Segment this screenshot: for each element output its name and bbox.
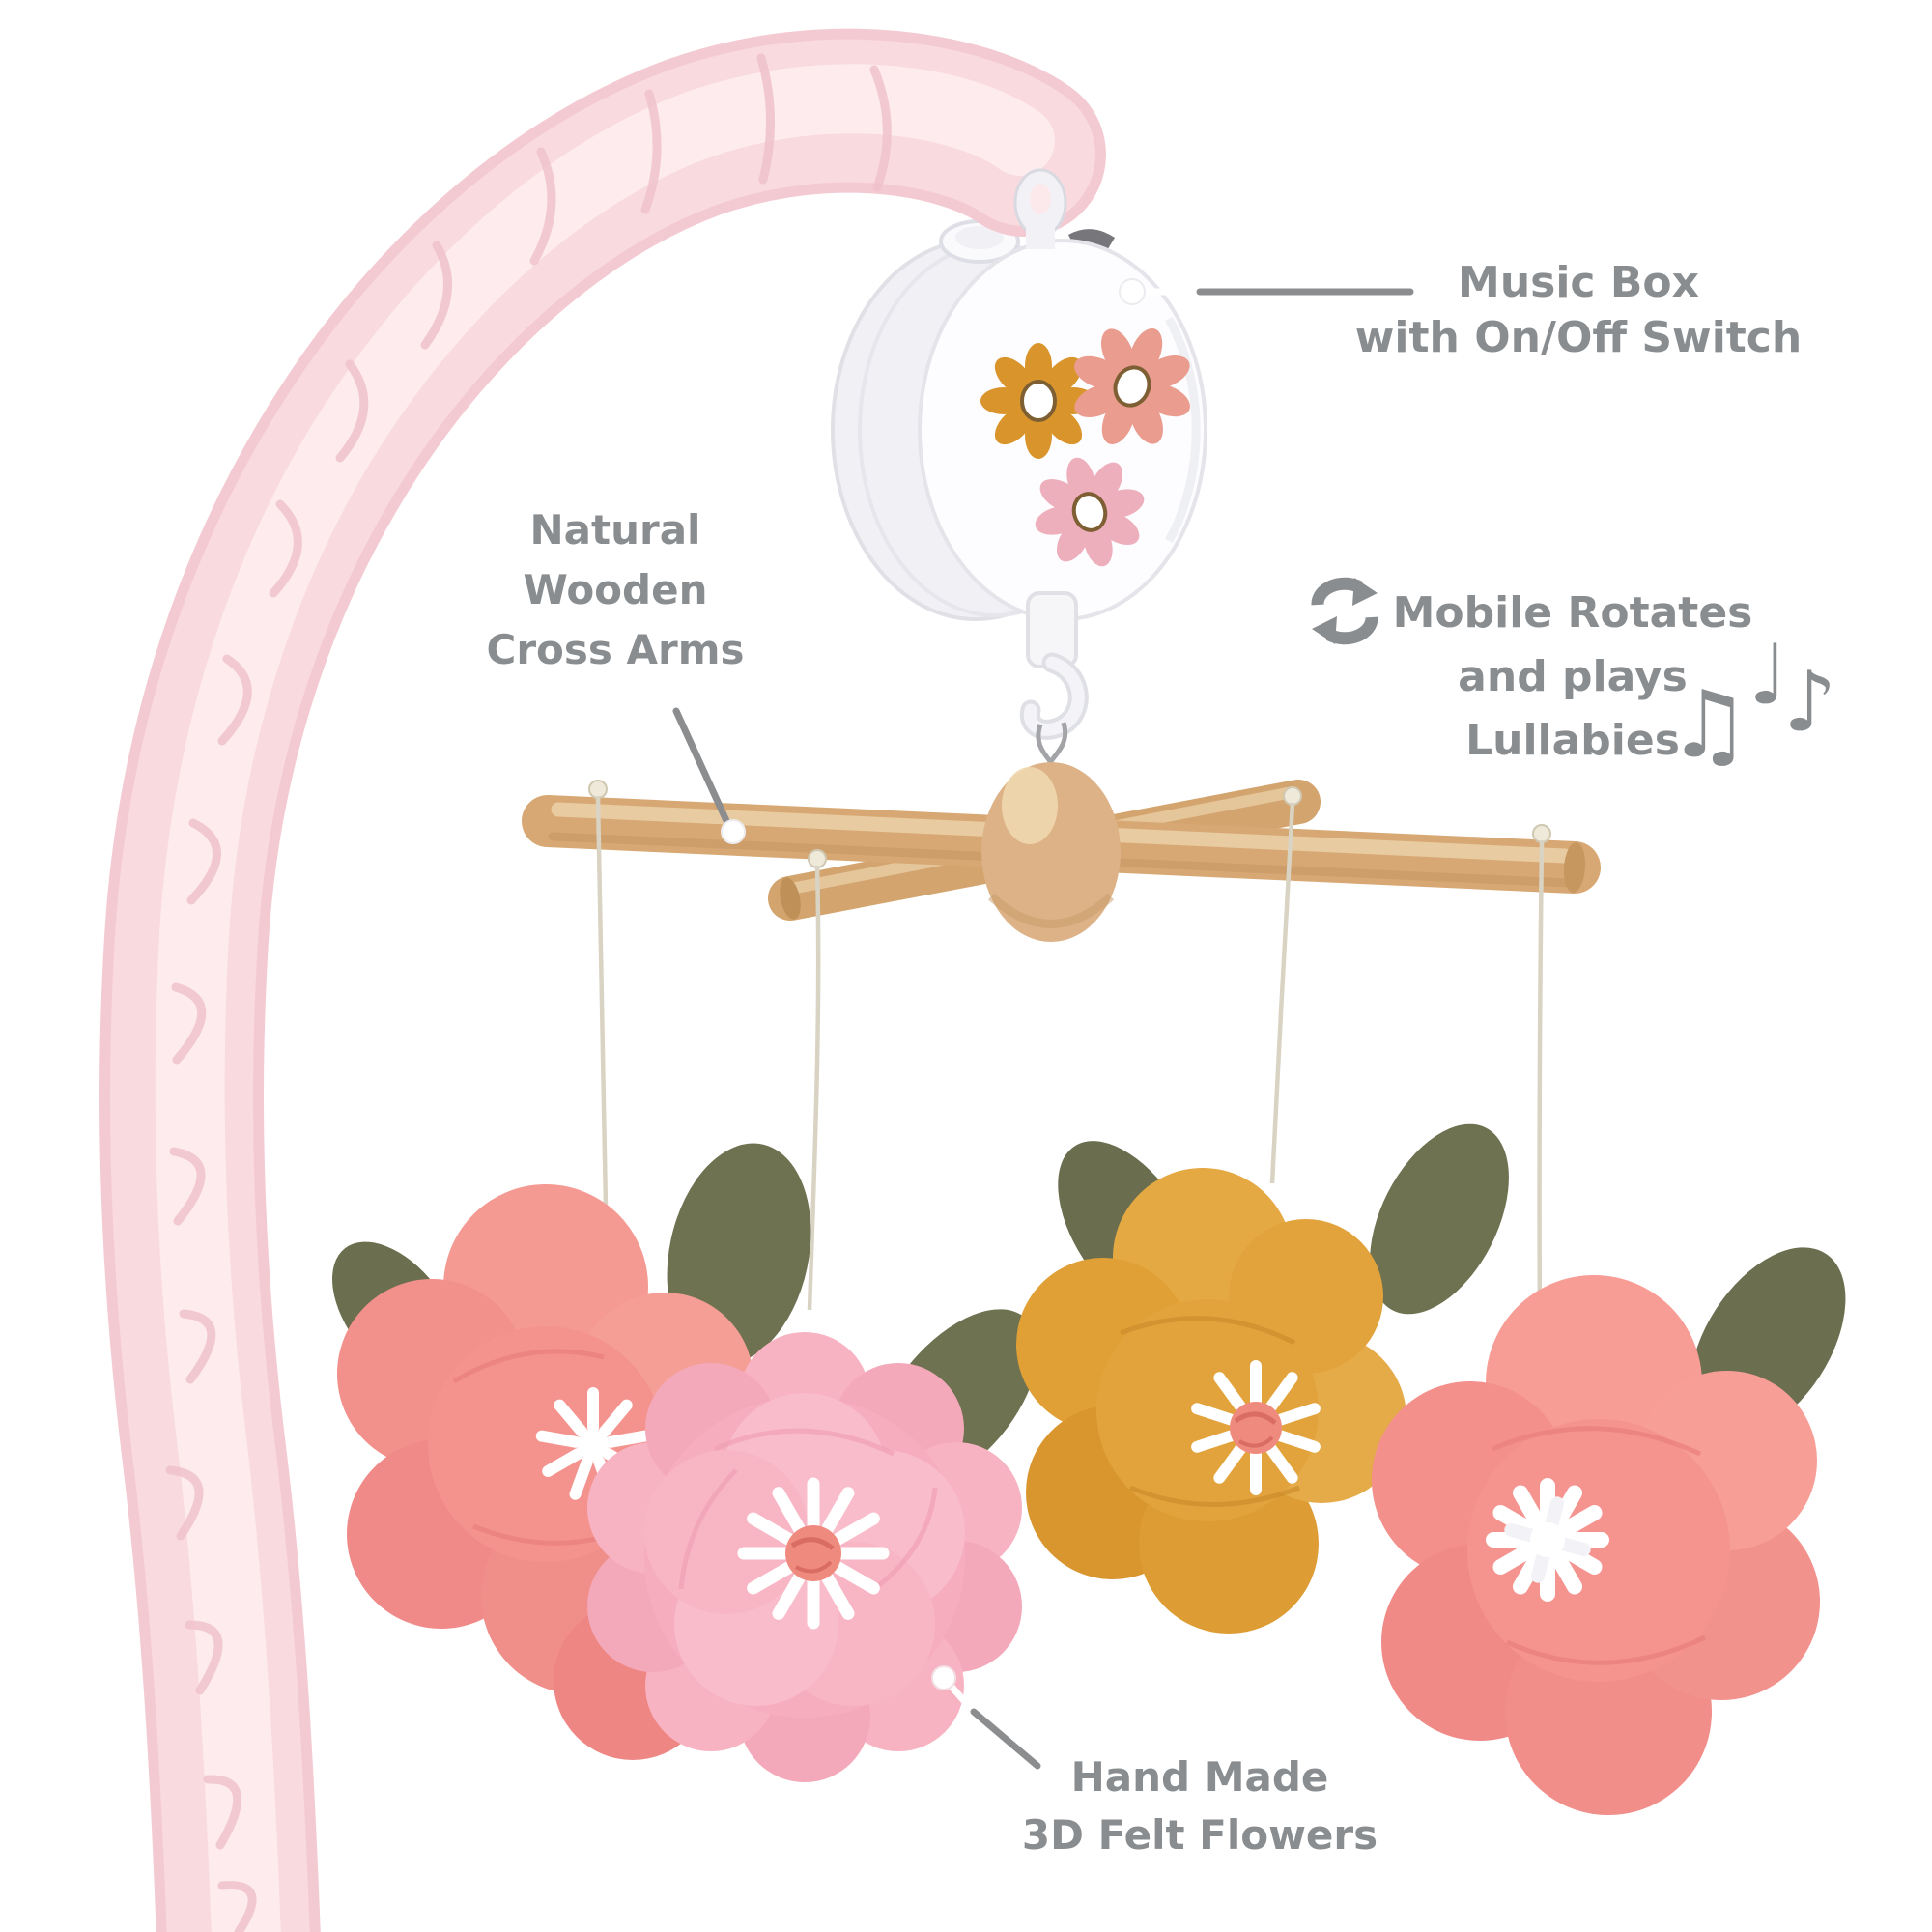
label-rotation: Mobile Rotates and plays Lullabies (1393, 582, 1753, 773)
label-music-box: Music Box with On/Off Switch (1355, 255, 1802, 365)
label-felt-flowers: Hand Made 3D Felt Flowers (1022, 1748, 1378, 1864)
crib-arm-fabric-cover (99, 28, 1106, 1932)
arm-attachment-hook (1013, 168, 1067, 249)
callout-leaders (672, 278, 1414, 1770)
music-note-quarter-icon: ♩ (1748, 627, 1788, 724)
callout-dot-cross-arms (721, 819, 746, 844)
callout-line-cross-arms (672, 707, 732, 829)
label-line: Music Box (1458, 258, 1699, 307)
rotate-arrows-icon (1311, 577, 1378, 645)
callout-dot-felt-flowers (931, 1665, 956, 1690)
label-line: Mobile Rotates (1392, 588, 1753, 638)
music-box (831, 219, 1208, 781)
flower-center-fringe (737, 1477, 890, 1630)
music-note-beamed-icon: ♫ (1667, 670, 1751, 779)
label-line: Cross Arms (486, 626, 745, 673)
daisy-graphic-orange (980, 343, 1096, 459)
flower-center-pompom (1486, 1478, 1609, 1602)
flower-center-rosette (785, 1525, 841, 1581)
flower-center-fringe (1191, 1360, 1321, 1495)
callout-line-felt-flowers (970, 1708, 1041, 1770)
felt-flower-mustard (1016, 1123, 1509, 1634)
hanging-strings (595, 795, 1545, 1324)
felt-flower-pink (587, 1309, 1038, 1782)
daisy-graphic-pink (1035, 457, 1145, 567)
label-line: Natural (529, 506, 701, 554)
felt-leaf (1370, 1123, 1509, 1315)
felt-flower-coral-right (1372, 1247, 1846, 1815)
label-line: Hand Made (1070, 1753, 1329, 1801)
mobile-hanger-hook (1019, 652, 1089, 740)
callout-dot-music-box (1119, 278, 1146, 305)
label-line: Lullabies (1465, 716, 1680, 765)
label-line: 3D Felt Flowers (1021, 1811, 1378, 1859)
wooden-cross-arms (522, 762, 1601, 942)
music-note-eighth-icon: ♪ (1783, 654, 1836, 751)
daisy-graphic-coral (1074, 328, 1190, 444)
fabric-ruching-folds (165, 53, 892, 1932)
string-knots (588, 780, 1551, 868)
label-line: with On/Off Switch (1354, 313, 1803, 362)
flower-center-rosette (1230, 1402, 1282, 1454)
wooden-center-ball (981, 762, 1121, 942)
label-cross-arms: Natural Wooden Cross Arms (487, 500, 745, 680)
label-line: Wooden (523, 566, 708, 613)
label-line: and plays (1458, 652, 1688, 701)
